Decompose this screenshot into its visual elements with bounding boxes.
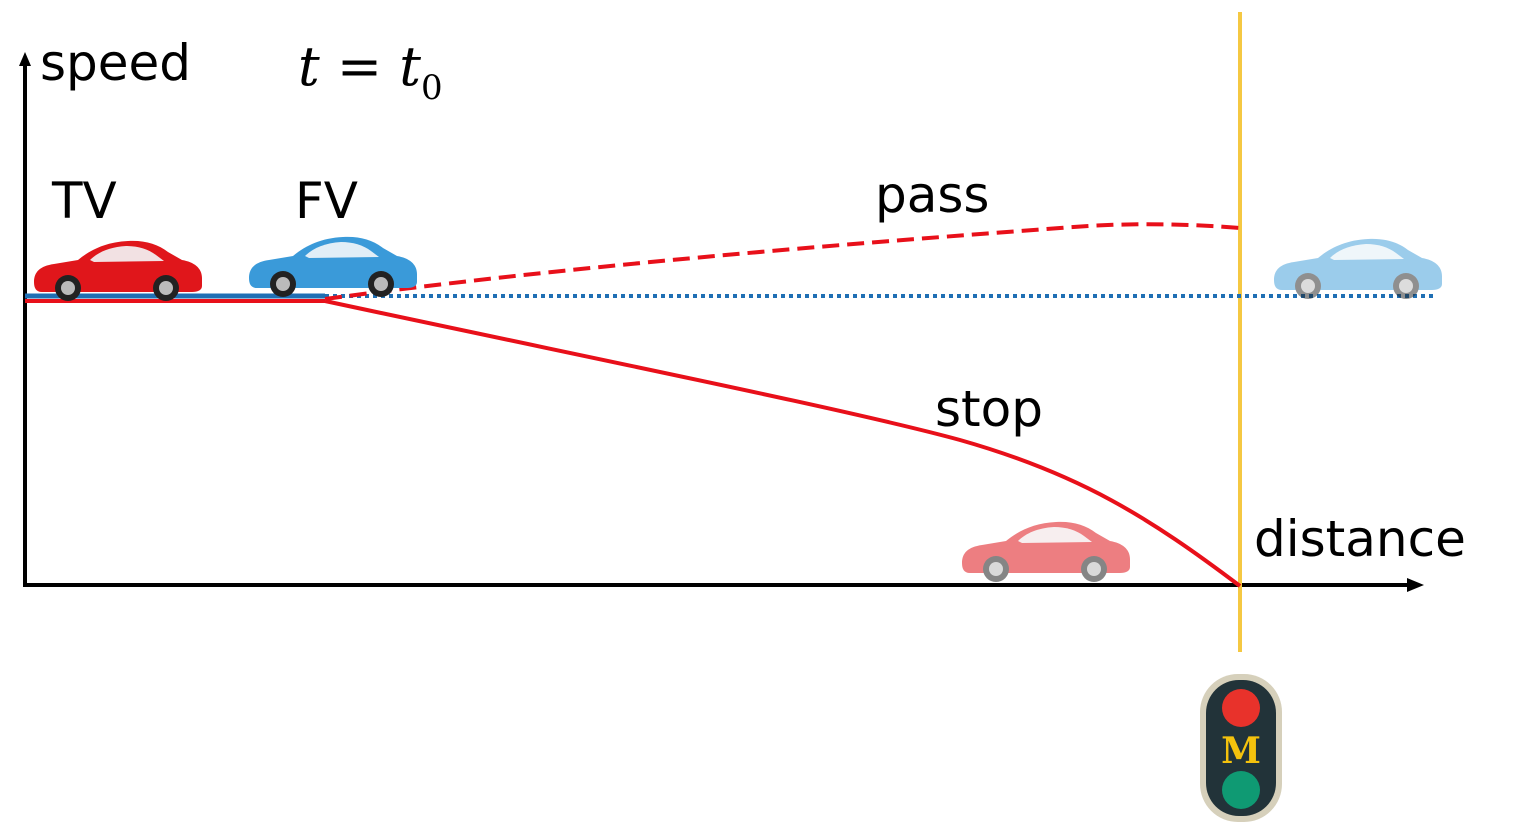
time-label-subscript: 0 (421, 68, 443, 108)
logo-letter: M (1221, 730, 1261, 772)
pass-trajectory (324, 222, 1241, 301)
blue-car-faded-icon (1274, 238, 1442, 299)
red-car-faded-icon (962, 521, 1130, 582)
blue-car-icon (249, 236, 417, 297)
stop-label: stop (935, 380, 1043, 438)
red-car-icon (34, 240, 202, 301)
speed-profiles (25, 222, 1435, 588)
axes (19, 52, 1424, 592)
x-axis-label: distance (1254, 510, 1466, 568)
time-label-main: t = t (298, 35, 421, 98)
time-label: t = t0 (298, 35, 443, 108)
tv-label: TV (51, 172, 117, 230)
y-axis-label: speed (40, 34, 191, 92)
stop-trajectory (324, 299, 1242, 588)
pass-label: pass (875, 166, 989, 224)
traffic-light-icon: M (1200, 674, 1282, 822)
y-axis-arrow-icon (19, 52, 31, 66)
fv-label: FV (295, 172, 358, 230)
x-axis-arrow-icon (1407, 578, 1424, 592)
